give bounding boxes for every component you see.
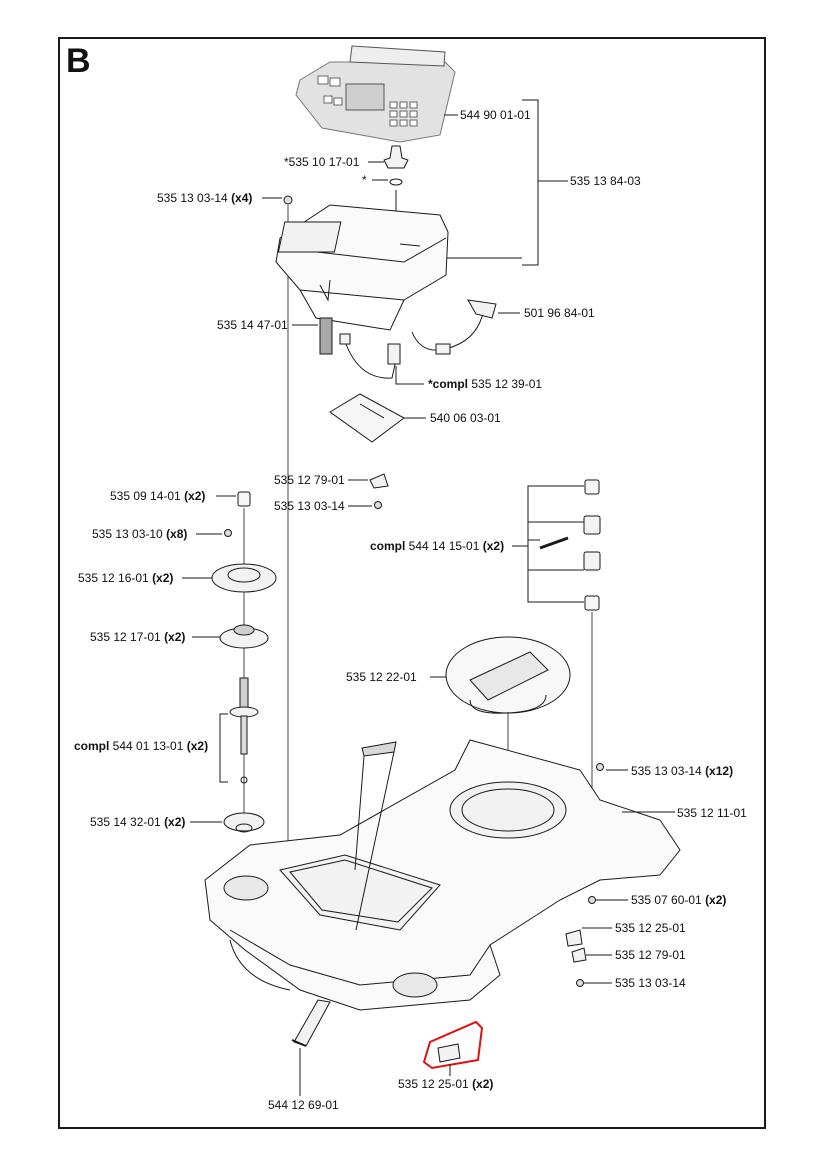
circuit-board-part xyxy=(329,393,405,443)
callout-label: 535 12 79-01 xyxy=(615,948,686,962)
callout-label: * xyxy=(362,173,367,187)
callout-label: 535 07 60-01 (x2) xyxy=(631,893,727,907)
callout-label: 535 12 11-01 xyxy=(677,806,747,820)
mounting-ring-part xyxy=(211,563,277,593)
callout-label: 535 12 25-01 (x2) xyxy=(398,1077,494,1091)
callout-label: 544 90 01-01 xyxy=(460,108,531,122)
callout-label: *compl 535 12 39-01 xyxy=(428,377,543,391)
callout-label: 535 13 03-14 (x12) xyxy=(631,764,734,778)
clip-part xyxy=(369,473,389,489)
rotating-cover-part xyxy=(445,636,571,714)
knob-part xyxy=(383,145,409,186)
section-letter: B xyxy=(66,42,91,80)
callout-label: 535 12 16-01 (x2) xyxy=(78,571,174,585)
bellows-part xyxy=(219,624,269,649)
callout-label: 540 06 03-01 xyxy=(430,411,501,425)
callout-label: 501 96 84-01 xyxy=(524,306,595,320)
callout-label: 544 12 69-01 xyxy=(268,1098,339,1112)
spacer-part xyxy=(237,491,251,507)
callout-label: 535 13 03-14 xyxy=(274,499,345,513)
cable-part xyxy=(411,299,497,355)
callout-label: 535 13 03-10 (x8) xyxy=(92,527,188,541)
callout-label: 535 13 03-14 (x4) xyxy=(157,191,253,205)
clip-part xyxy=(571,947,587,963)
ribbon-cable-part xyxy=(291,999,331,1047)
callout-label: 535 14 32-01 (x2) xyxy=(90,815,186,829)
callout-label: *535 10 17-01 xyxy=(284,155,360,169)
bushing-part xyxy=(223,812,265,833)
wire-part xyxy=(339,333,401,379)
display-keypad-part xyxy=(295,45,456,143)
callout-label: compl 544 01 13-01 (x2) xyxy=(74,739,209,753)
fuse-part xyxy=(319,317,333,355)
shaft-part xyxy=(229,677,259,784)
diagram-frame xyxy=(58,37,766,1129)
callout-label: 535 12 25-01 xyxy=(615,921,686,935)
callout-label: 535 12 79-01 xyxy=(274,473,345,487)
highlighted-bracket-part xyxy=(422,1020,484,1070)
callout-label: 535 12 17-01 (x2) xyxy=(90,630,186,644)
upper-housing-part xyxy=(275,204,449,331)
screw-part xyxy=(283,195,293,205)
hinge-kit-part xyxy=(539,479,601,611)
callout-label: 535 12 22-01 xyxy=(346,670,417,684)
callout-label: 535 13 03-14 xyxy=(615,976,686,990)
callout-label: 535 13 84-03 xyxy=(570,174,641,188)
bracket-part xyxy=(565,929,583,947)
callout-label: compl 544 14 15-01 (x2) xyxy=(370,539,505,553)
callout-label: 535 09 14-01 (x2) xyxy=(110,489,206,503)
callout-label: 535 14 47-01 xyxy=(217,318,288,332)
main-body-part xyxy=(204,739,681,1011)
